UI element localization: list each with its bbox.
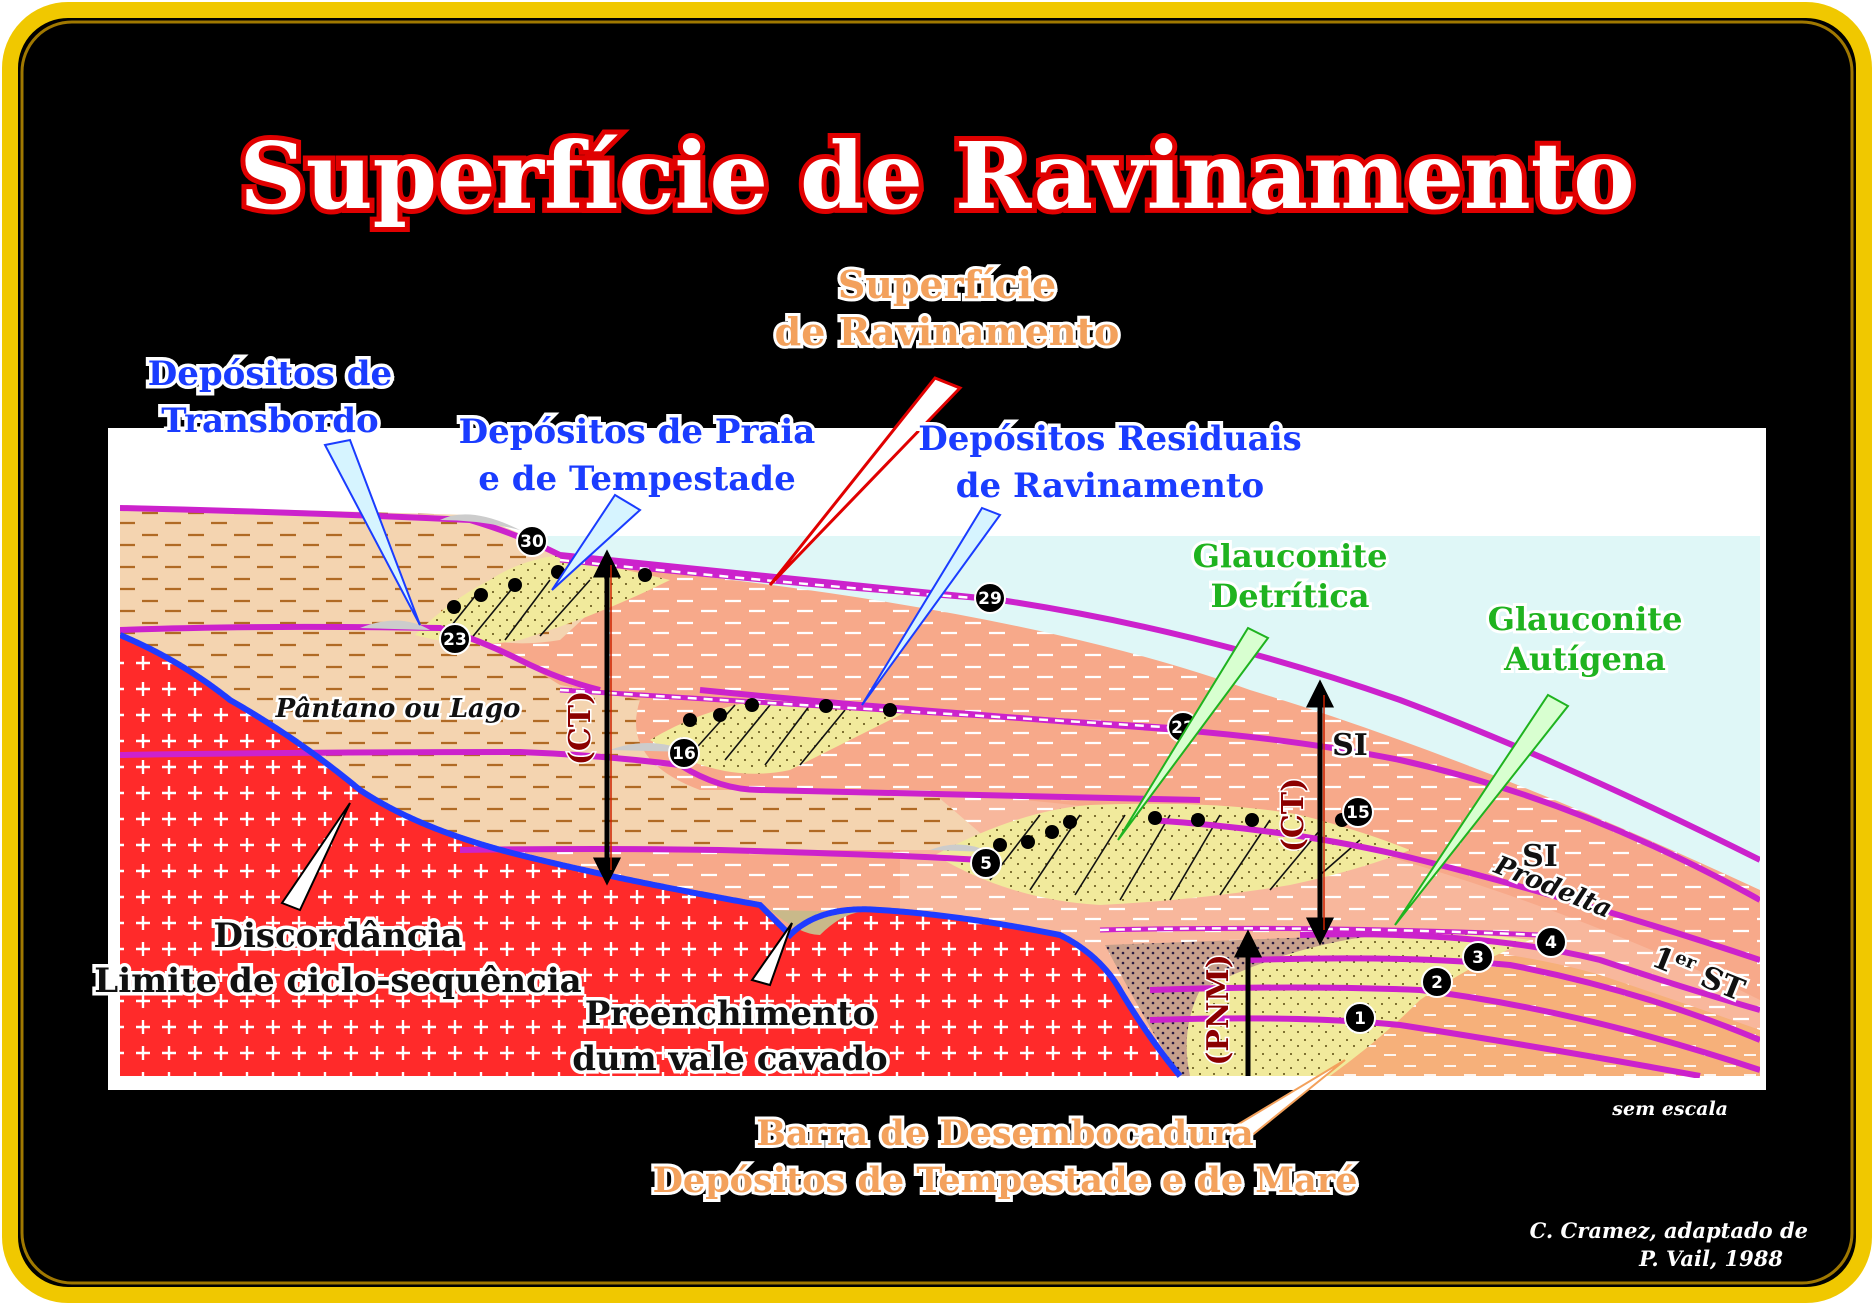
ravinement-dashes bbox=[559, 558, 1541, 937]
marker-2: 2 bbox=[1421, 966, 1453, 998]
pointer-residuais bbox=[861, 506, 1002, 706]
label-si-1: SI bbox=[1332, 728, 1368, 763]
label-residuais-2: de Ravinamento bbox=[956, 466, 1264, 506]
pointer-transbordo bbox=[323, 438, 421, 626]
pointer-praia bbox=[551, 493, 642, 591]
marker-15: 15 bbox=[1342, 796, 1374, 828]
surface-15 bbox=[1149, 817, 1760, 963]
pointer-ravinamento bbox=[768, 376, 963, 587]
label-ravinamento-1: Superfície bbox=[838, 262, 1056, 307]
numbered-markers: 1 2 3 4 5 15 16 22 23 29 30 bbox=[439, 525, 1567, 1034]
pnm-label: (PNM) bbox=[1201, 954, 1236, 1066]
label-autigena-1: Glauconite bbox=[1488, 600, 1683, 638]
svg-text:15: 15 bbox=[1346, 803, 1370, 823]
marker-5: 5 bbox=[970, 847, 1002, 879]
label-si-2: SI bbox=[1522, 839, 1558, 874]
marker-16: 16 bbox=[668, 737, 700, 769]
label-autigena-2: Autígena bbox=[1503, 640, 1666, 678]
pointer-autigena bbox=[1394, 693, 1570, 926]
label-detritica-2: Detrítica bbox=[1210, 577, 1369, 615]
svg-text:2: 2 bbox=[1431, 973, 1443, 993]
label-discordancia-2: Limite de ciclo-sequência bbox=[94, 961, 581, 1001]
pointer-detritica bbox=[1117, 626, 1270, 841]
residual-pebbles bbox=[447, 565, 1349, 852]
surface-4 bbox=[1299, 931, 1760, 1013]
label-discordancia-1: Discordância bbox=[213, 916, 462, 956]
label-preenchimento-1: Preenchimento bbox=[585, 994, 876, 1034]
label-transbordo-2: Transbordo bbox=[161, 401, 378, 441]
surface-3 bbox=[1249, 955, 1760, 1043]
svg-text:1: 1 bbox=[1354, 1009, 1366, 1029]
vertical-arrows bbox=[592, 549, 1335, 1076]
valley-fill bbox=[770, 910, 860, 935]
ct-label-left: (CT) bbox=[563, 691, 598, 766]
pointer-discordancia bbox=[280, 802, 351, 912]
svg-text:23: 23 bbox=[443, 630, 467, 650]
label-residuais-1: Depósitos Residuais bbox=[918, 419, 1302, 459]
svg-text:16: 16 bbox=[672, 744, 696, 764]
svg-text:3: 3 bbox=[1472, 948, 1484, 968]
foreset-lines bbox=[439, 579, 1361, 901]
marker-1: 1 bbox=[1344, 1002, 1376, 1034]
label-praia-1: Depósitos de Praia bbox=[459, 412, 816, 452]
marker-3: 3 bbox=[1462, 941, 1494, 973]
marker-29: 29 bbox=[974, 582, 1006, 614]
marker-23: 23 bbox=[439, 623, 471, 655]
marker-30: 30 bbox=[516, 525, 548, 557]
svg-text:30: 30 bbox=[520, 532, 544, 552]
page-title: Superfície de Ravinamento bbox=[239, 122, 1634, 230]
pointer-preenchimento bbox=[750, 922, 793, 987]
pointer-barra bbox=[1230, 1059, 1346, 1147]
label-detritica-1: Glauconite bbox=[1193, 537, 1388, 575]
credit-line-2: P. Vail, 1988 bbox=[1638, 1246, 1783, 1271]
svg-text:5: 5 bbox=[980, 854, 992, 874]
label-pantano: Pântano ou Lago bbox=[275, 694, 521, 724]
label-nivel-mar: nível do mar bbox=[1605, 515, 1740, 537]
label-barra-1: Barra de Desembocadura bbox=[756, 1113, 1253, 1154]
label-sem-escala: sem escala bbox=[1611, 1098, 1728, 1120]
label-barra-2: Depósitos de Tempestade e de Maré bbox=[653, 1160, 1358, 1201]
label-praia-2: e de Tempestade bbox=[478, 459, 795, 499]
label-ravinamento-2: de Ravinamento bbox=[775, 309, 1120, 354]
inner-frame-line bbox=[20, 20, 1854, 1285]
label-transbordo-1: Depósitos de bbox=[148, 354, 392, 394]
label-preenchimento-2: dum vale cavado bbox=[572, 1039, 887, 1079]
credit-line-1: C. Cramez, adaptado de bbox=[1530, 1218, 1808, 1243]
surface-1 bbox=[1149, 1015, 1701, 1078]
basement-block bbox=[120, 635, 1180, 1076]
svg-text:4: 4 bbox=[1545, 933, 1557, 953]
ct-label-right: (CT) bbox=[1276, 778, 1311, 853]
marker-4: 4 bbox=[1535, 926, 1567, 958]
svg-text:29: 29 bbox=[978, 589, 1002, 609]
unconformity-line bbox=[120, 632, 1183, 1078]
vertical-arrow-glow bbox=[610, 565, 1325, 930]
pnm-fan bbox=[1105, 935, 1370, 1076]
surface-5 bbox=[459, 846, 981, 863]
callout-pointers bbox=[280, 376, 1570, 1147]
